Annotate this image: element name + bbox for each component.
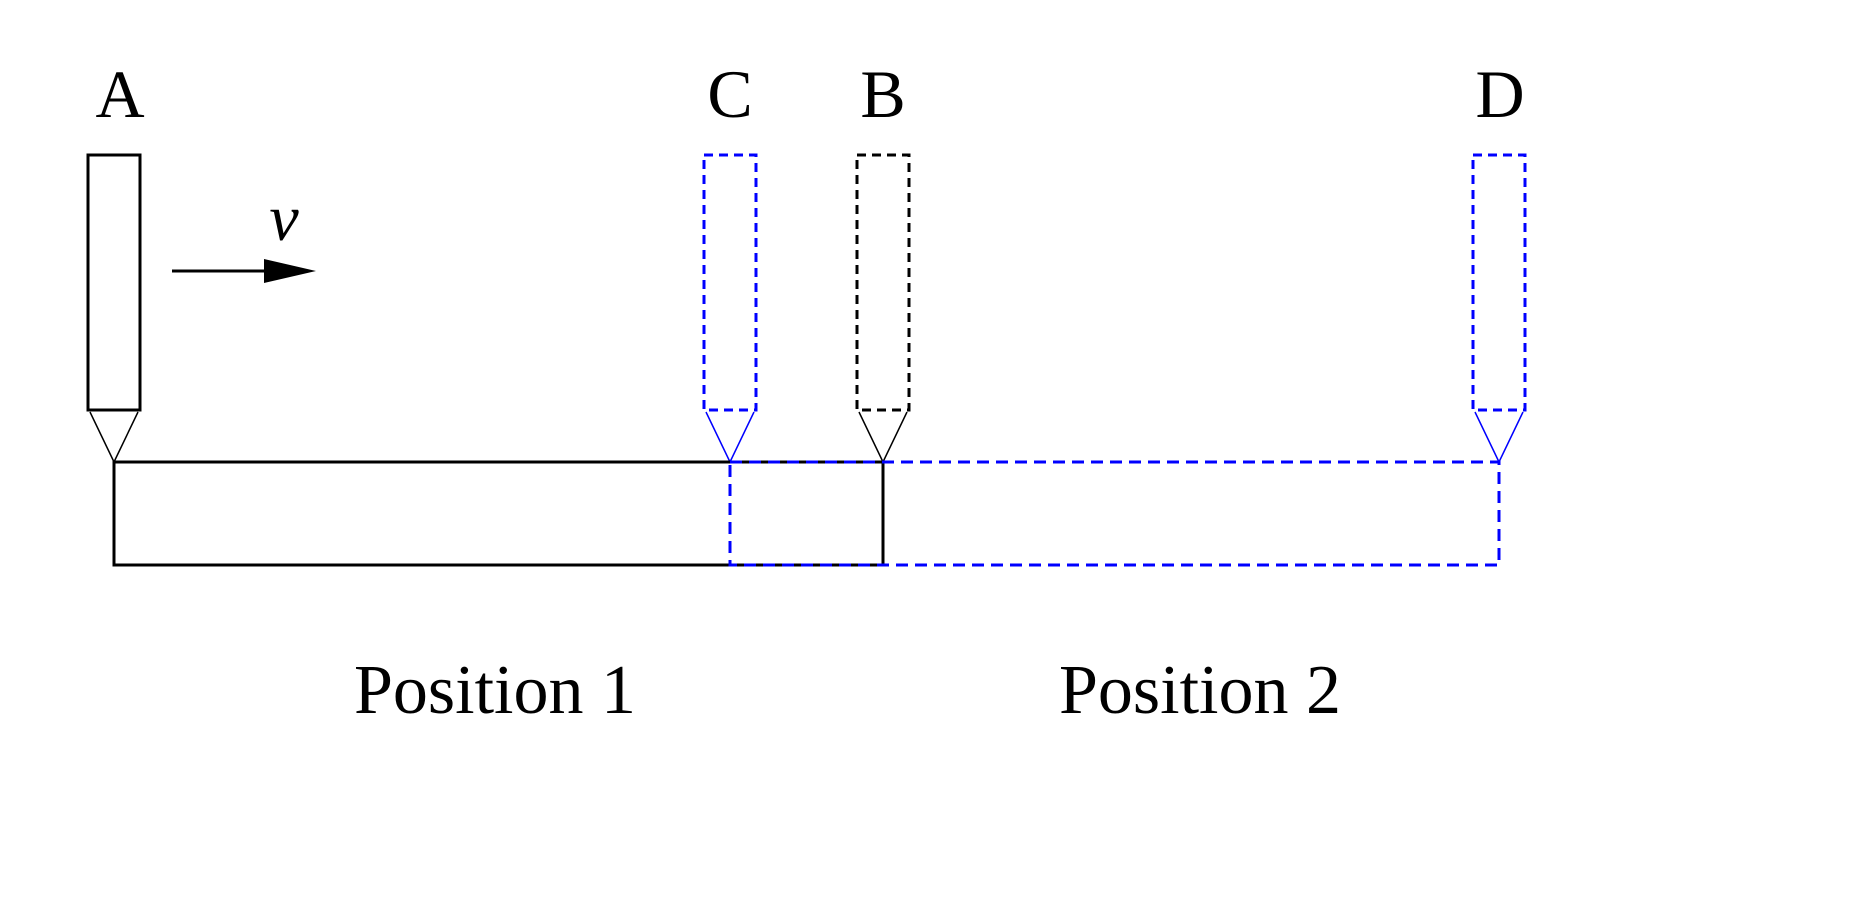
probe-b-body xyxy=(855,153,911,412)
probe-d xyxy=(1471,153,1527,464)
probe-b-tip xyxy=(858,411,908,464)
velocity-label: v xyxy=(269,182,299,255)
probe-b-label: B xyxy=(860,56,905,132)
probe-c xyxy=(702,153,758,464)
position-1-label: Position 1 xyxy=(354,652,636,729)
probe-a-body xyxy=(86,153,142,412)
probe-b xyxy=(855,153,911,464)
velocity-arrow xyxy=(172,259,316,283)
velocity-arrow-head xyxy=(264,259,316,283)
probe-a xyxy=(86,153,142,464)
probe-c-label: C xyxy=(707,56,752,132)
bar-position-1 xyxy=(112,460,885,567)
probe-a-tip xyxy=(89,411,139,464)
probe-d-tip xyxy=(1474,411,1524,464)
probe-d-body xyxy=(1471,153,1527,412)
position-2-label: Position 2 xyxy=(1059,652,1341,729)
probe-c-body xyxy=(702,153,758,412)
probe-a-label: A xyxy=(95,56,144,132)
probe-d-label: D xyxy=(1475,56,1524,132)
bar-position-2 xyxy=(728,460,1501,567)
probe-c-tip xyxy=(705,411,755,464)
